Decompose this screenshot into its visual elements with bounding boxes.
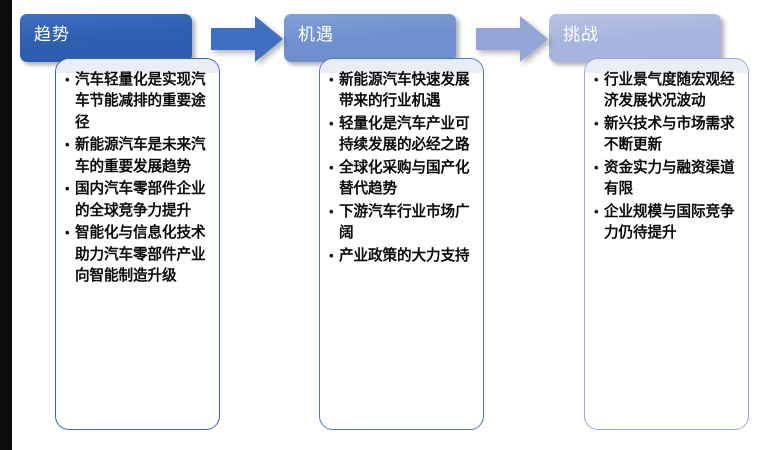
process-column-challenge: 挑战 行业景气度随宏观经济发展状况波动 新兴技术与市场需求不断更新 资金实力与融… — [543, 0, 765, 450]
left-edge-strip — [0, 0, 12, 450]
arrow-trend-to-opportunity-icon — [211, 16, 283, 62]
column-body-opportunity: 新能源汽车快速发展带来的行业机遇 轻量化是汽车产业可持续发展的必经之路 全球化采… — [319, 58, 484, 430]
list-item: 智能化与信息化技术助力汽车零部件产业向智能制造升级 — [65, 223, 213, 287]
bullet-list-challenge: 行业景气度随宏观经济发展状况波动 新兴技术与市场需求不断更新 资金实力与融资渠道… — [585, 59, 748, 245]
arrow-opportunity-to-challenge-icon — [476, 16, 548, 62]
column-body-challenge: 行业景气度随宏观经济发展状况波动 新兴技术与市场需求不断更新 资金实力与融资渠道… — [584, 58, 749, 430]
bullet-list-trend: 汽车轻量化是实现汽车节能减排的重要途径 新能源汽车是未来汽车的重要发展趋势 国内… — [56, 59, 219, 287]
list-item: 产业政策的大力支持 — [329, 246, 477, 267]
list-item: 新能源汽车是未来汽车的重要发展趋势 — [65, 135, 213, 178]
list-item: 资金实力与融资渠道有限 — [594, 158, 742, 201]
list-item: 国内汽车零部件企业的全球竞争力提升 — [65, 179, 213, 222]
process-column-trend: 趋势 汽车轻量化是实现汽车节能减排的重要途径 新能源汽车是未来汽车的重要发展趋势… — [14, 0, 249, 450]
column-header-label: 趋势 — [34, 25, 70, 44]
column-header-opportunity[interactable]: 机遇 — [284, 14, 456, 62]
list-item: 新能源汽车快速发展带来的行业机遇 — [329, 70, 477, 113]
column-header-challenge[interactable]: 挑战 — [549, 14, 721, 62]
list-item: 全球化采购与国产化替代趋势 — [329, 158, 477, 201]
column-body-trend: 汽车轻量化是实现汽车节能减排的重要途径 新能源汽车是未来汽车的重要发展趋势 国内… — [55, 58, 220, 430]
process-column-opportunity: 机遇 新能源汽车快速发展带来的行业机遇 轻量化是汽车产业可持续发展的必经之路 全… — [278, 0, 513, 450]
bullet-list-opportunity: 新能源汽车快速发展带来的行业机遇 轻量化是汽车产业可持续发展的必经之路 全球化采… — [320, 59, 483, 267]
column-header-label: 机遇 — [298, 25, 334, 44]
list-item: 行业景气度随宏观经济发展状况波动 — [594, 70, 742, 113]
column-header-label: 挑战 — [563, 25, 599, 44]
column-header-trend[interactable]: 趋势 — [20, 14, 192, 62]
list-item: 企业规模与国际竞争力仍待提升 — [594, 202, 742, 245]
list-item: 下游汽车行业市场广阔 — [329, 202, 477, 245]
list-item: 新兴技术与市场需求不断更新 — [594, 114, 742, 157]
list-item: 汽车轻量化是实现汽车节能减排的重要途径 — [65, 70, 213, 134]
list-item: 轻量化是汽车产业可持续发展的必经之路 — [329, 114, 477, 157]
